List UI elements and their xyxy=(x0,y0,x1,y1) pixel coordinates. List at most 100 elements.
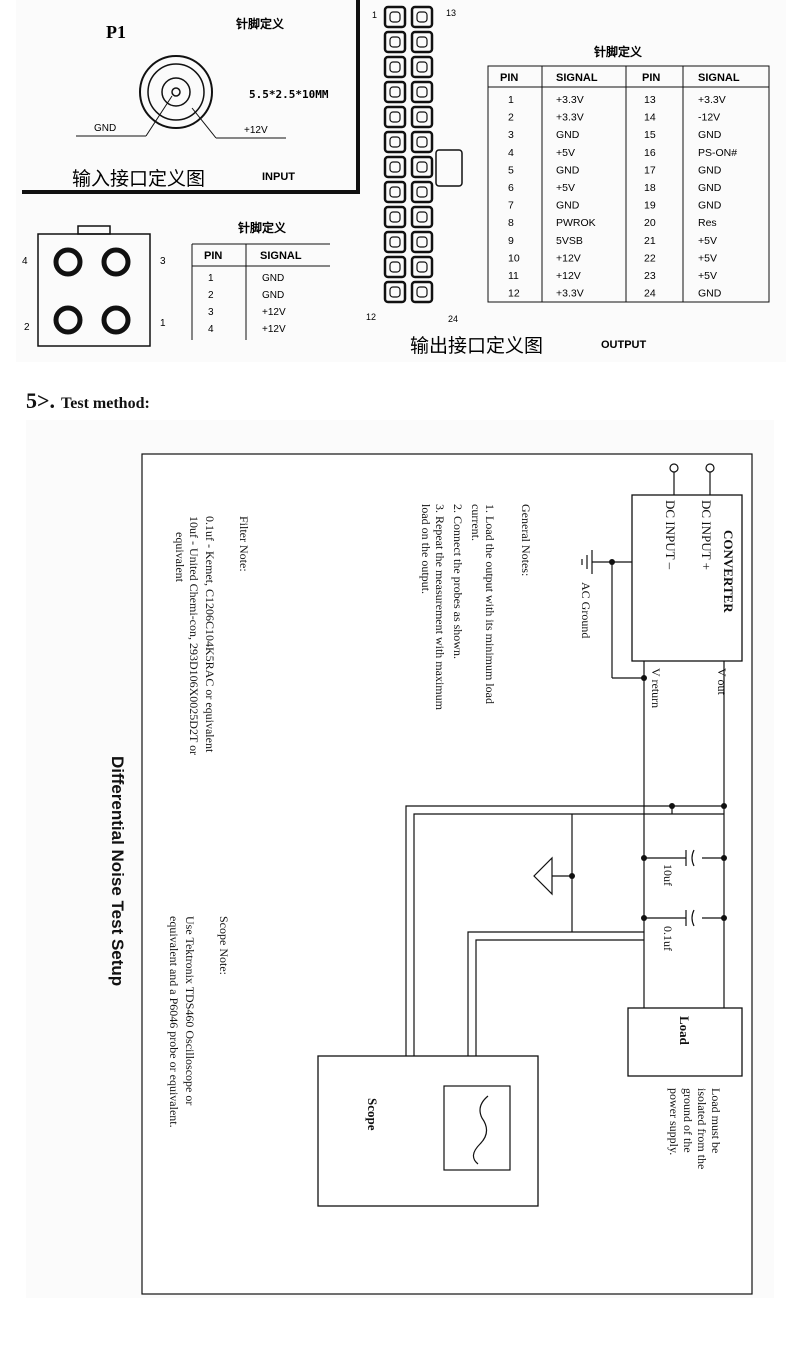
output-cell-pin: 5 xyxy=(508,164,514,176)
output-cell-pin: 20 xyxy=(644,217,656,229)
output-cell-pin: 16 xyxy=(644,147,656,159)
output-cell-signal: +5V xyxy=(698,252,717,264)
atx-pin-right xyxy=(410,105,434,129)
input-pin-def-title: 针脚定义 xyxy=(236,16,285,31)
four-pin-cell-signal: GND xyxy=(262,273,284,284)
converter-label: CONVERTER xyxy=(721,530,736,613)
jack-size-spec: 5.5*2.5*10MM xyxy=(249,88,329,101)
atx-pin-right xyxy=(410,180,434,204)
atx-pin-1-label: 1 xyxy=(372,10,377,20)
four-pin-connector-icon xyxy=(37,225,151,347)
atx-pin-right-inner xyxy=(416,211,428,223)
output-cell-pin: 10 xyxy=(508,252,520,264)
output-table-title: 针脚定义 xyxy=(594,44,643,59)
section-title: Test method: xyxy=(61,395,150,412)
output-cell-pin: 6 xyxy=(508,182,514,194)
atx-pin-left-inner xyxy=(389,111,401,123)
v-return-label: V return xyxy=(649,668,663,708)
atx-pin-left xyxy=(383,30,407,54)
atx-24-pin-connector-icon xyxy=(383,5,463,304)
output-table-grid xyxy=(487,65,770,303)
circuit-junctions xyxy=(569,559,727,921)
load-box xyxy=(627,1007,743,1077)
output-cell-pin: 14 xyxy=(644,112,656,124)
four-pin-cell-pin: 3 xyxy=(208,307,214,318)
output-cell-signal: +3.3V xyxy=(556,112,584,124)
output-caption-cn: 输出接口定义图 xyxy=(410,335,543,357)
pinout-svg: P1 针脚定义 5.5*2.5*10MM GND +12V 输入接口定义图 IN… xyxy=(22,0,770,357)
four-pin-cell-signal: GND xyxy=(262,290,284,301)
four-pin-label-3: 3 xyxy=(160,256,166,267)
atx-pin-right-inner xyxy=(416,261,428,273)
output-cell-pin: 21 xyxy=(644,235,656,247)
output-cell-signal: -12V xyxy=(698,112,720,124)
atx-pin-right-inner xyxy=(416,186,428,198)
atx-pin-right-inner xyxy=(416,36,428,48)
atx-pin-right xyxy=(410,255,434,279)
input-frame-line xyxy=(22,0,360,194)
v-out-label: V out xyxy=(715,668,729,695)
dc-input-plus-label: DC INPUT + xyxy=(699,500,714,570)
output-cell-signal: PS-ON# xyxy=(698,147,737,159)
output-cell-signal: GND xyxy=(556,200,580,212)
pinout-panel: P1 针脚定义 5.5*2.5*10MM GND +12V 输入接口定义图 IN… xyxy=(16,0,786,362)
atx-pin-left xyxy=(383,255,407,279)
filter-note-3: equivalent xyxy=(173,532,187,583)
output-cell-pin: 9 xyxy=(508,235,514,247)
atx-pin-left-inner xyxy=(389,261,401,273)
output-cell-pin: 18 xyxy=(644,182,656,194)
scope-note-2: equivalent and a P6046 probe or equivale… xyxy=(167,916,181,1128)
output-cell-pin: 19 xyxy=(644,200,656,212)
atx-pin-right xyxy=(410,80,434,104)
circuit-wiring xyxy=(317,463,743,1207)
input-caption-cn: 输入接口定义图 xyxy=(72,168,205,190)
four-pin-header-signal: SIGNAL xyxy=(260,250,302,262)
scope-ground-icon xyxy=(533,856,553,896)
jack-gnd-label: GND xyxy=(94,123,116,134)
four-pin-table xyxy=(191,243,330,340)
atx-pin-right xyxy=(410,280,434,304)
output-cell-pin: 15 xyxy=(644,129,656,141)
atx-pin-left xyxy=(383,155,407,179)
load-label: Load xyxy=(677,1016,692,1046)
atx-pin-right xyxy=(410,130,434,154)
output-cell-signal: GND xyxy=(698,182,722,194)
output-cell-signal: +5V xyxy=(698,235,717,247)
converter-box xyxy=(631,494,743,662)
atx-pin-right xyxy=(410,230,434,254)
output-header-signal-2: SIGNAL xyxy=(698,72,740,84)
output-cell-signal: +5V xyxy=(556,147,575,159)
four-pin-cell-pin: 1 xyxy=(208,273,214,284)
load-note-1: Load must be xyxy=(709,1088,723,1153)
four-pin-header-pin: PIN xyxy=(204,250,222,262)
atx-pin-13-label: 13 xyxy=(446,8,456,18)
output-cell-signal: +5V xyxy=(698,270,717,282)
output-cell-signal: GND xyxy=(698,288,722,300)
atx-pin-left-inner xyxy=(389,11,401,23)
output-cell-signal: +12V xyxy=(556,252,581,264)
output-cell-pin: 17 xyxy=(644,164,656,176)
scope-label: Scope xyxy=(365,1098,380,1131)
atx-pin-left-inner xyxy=(389,236,401,248)
output-header-pin-2: PIN xyxy=(642,72,660,84)
output-header-signal-1: SIGNAL xyxy=(556,72,598,84)
atx-pin-24-label: 24 xyxy=(448,314,458,324)
output-cell-signal: GND xyxy=(556,164,580,176)
dc-input-minus-label: DC INPUT – xyxy=(663,500,678,570)
general-note-3-cont: load on the output. xyxy=(419,504,433,594)
four-pin-cell-signal: +12V xyxy=(262,324,286,335)
atx-pin-left xyxy=(383,80,407,104)
atx-latch xyxy=(435,149,463,187)
output-cell-signal: 5VSB xyxy=(556,235,583,247)
atx-pin-left-inner xyxy=(389,161,401,173)
general-notes-title: General Notes: xyxy=(519,504,533,576)
waveform-icon xyxy=(472,1095,489,1165)
atx-pin-right-inner xyxy=(416,286,428,298)
atx-pin-left-inner xyxy=(389,211,401,223)
atx-pin-right xyxy=(410,55,434,79)
atx-pin-right xyxy=(410,30,434,54)
atx-pin-left-inner xyxy=(389,286,401,298)
atx-pin-left xyxy=(383,180,407,204)
atx-pin-left xyxy=(383,230,407,254)
general-note-2: 2. Connect the probes as shown. xyxy=(451,504,465,659)
